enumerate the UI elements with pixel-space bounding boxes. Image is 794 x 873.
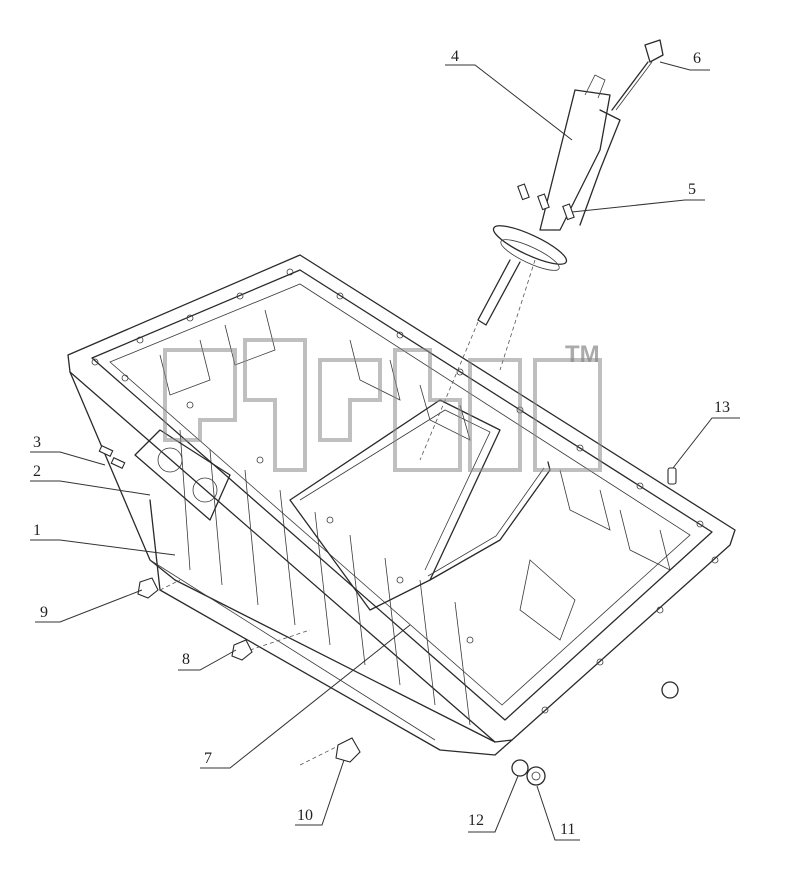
callout-1: 1 — [30, 522, 176, 556]
callout-5: 5 — [571, 181, 705, 213]
callout-4: 4 — [445, 48, 573, 141]
callout-number: 1 — [33, 522, 41, 539]
callout-number: 7 — [204, 750, 212, 767]
callout-number: 13 — [714, 399, 730, 416]
callout-3: 3 — [30, 434, 106, 466]
plug-8 — [231, 639, 253, 661]
callout-11: 11 — [536, 785, 580, 841]
callout-number: 5 — [688, 181, 696, 198]
callout-number: 8 — [182, 651, 190, 668]
flange-bolt-holes — [91, 268, 719, 714]
callout-7: 7 — [200, 624, 411, 769]
callout-number: 6 — [693, 50, 701, 67]
callout-9: 9 — [35, 589, 143, 623]
drain-plug-9 — [137, 577, 159, 599]
sensor-13 — [667, 467, 677, 485]
callout-number: 12 — [468, 812, 484, 829]
callout-number: 2 — [33, 463, 41, 480]
callout-2: 2 — [30, 463, 151, 496]
side-ribs — [179, 429, 471, 726]
assembly-lines — [159, 259, 536, 766]
dipstick — [611, 39, 664, 111]
callout-13: 13 — [672, 399, 740, 469]
callout-12: 12 — [468, 775, 519, 833]
callout-8: 8 — [178, 649, 237, 671]
callout-number: 10 — [297, 807, 313, 824]
callout-10: 10 — [295, 759, 345, 826]
callout-number: 11 — [560, 821, 575, 838]
callout-number: 9 — [40, 604, 48, 621]
bolts-3 — [98, 445, 126, 469]
watermark-logo-icon — [163, 338, 602, 472]
mounting-bolts — [517, 183, 575, 221]
plug-10 — [335, 737, 361, 763]
watermark-tm: TM — [565, 341, 600, 368]
callout-number: 4 — [451, 48, 459, 65]
callout-6: 6 — [659, 50, 710, 71]
oil-pan — [67, 254, 736, 786]
dipstick-tube — [477, 74, 621, 326]
callout-number: 3 — [33, 434, 41, 451]
